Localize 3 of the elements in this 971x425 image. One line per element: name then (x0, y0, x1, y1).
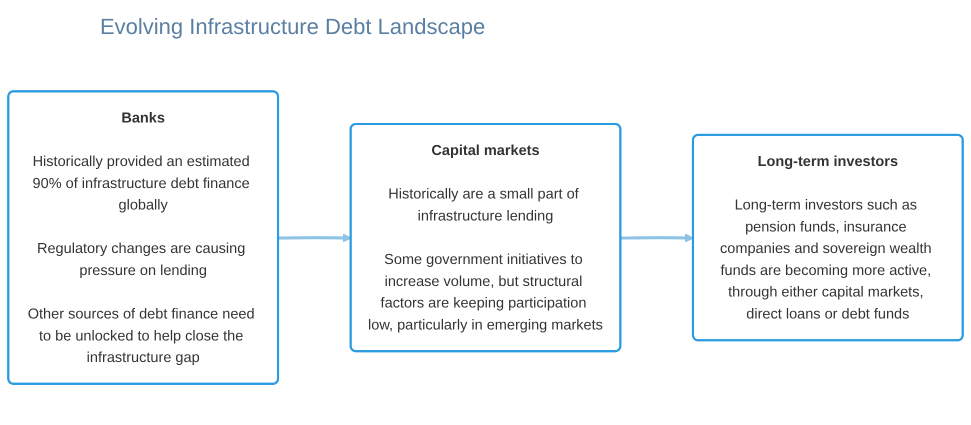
arrow (620, 233, 694, 242)
arrow (278, 233, 352, 242)
diagram-title: Evolving Infrastructure Debt Landscape (100, 14, 486, 40)
